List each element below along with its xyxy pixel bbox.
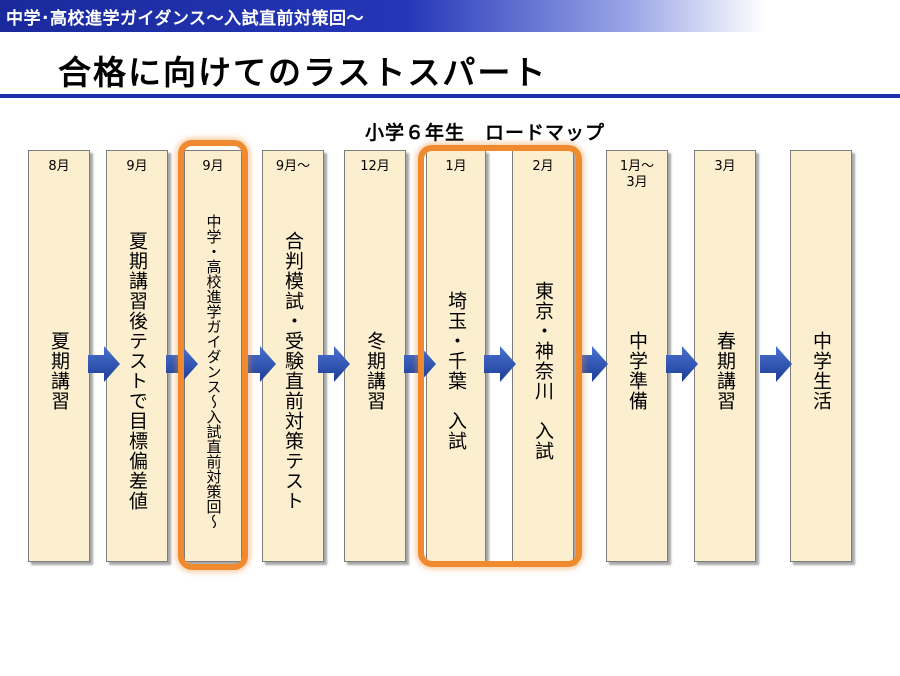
right-arrow-icon <box>484 346 516 382</box>
step-month: 1月 <box>445 159 467 174</box>
roadmap-step: 9月 中学・高校進学ガイダンス〜入試直前対策回〜 <box>184 150 242 562</box>
step-label: 春期講習 <box>714 331 736 411</box>
step-month: 9月〜 <box>275 159 311 174</box>
step-label: 冬期講習 <box>364 331 386 411</box>
header-bar: 中学･高校進学ガイダンス〜入試直前対策回〜 <box>0 0 900 32</box>
highlight-frame-exams <box>418 145 582 567</box>
step-month: 12月 <box>360 159 390 174</box>
roadmap-step: 中学生活 <box>790 150 852 562</box>
page-title: 合格に向けてのラストスパート <box>58 53 548 92</box>
step-label: 中学準備 <box>626 331 648 411</box>
step-label: 埼玉・千葉 入試 <box>445 291 467 451</box>
step-label: 夏期講習 <box>48 331 70 411</box>
roadmap-step: 2月 東京・神奈川 入試 <box>512 150 574 562</box>
step-month: 2月 <box>532 159 554 174</box>
header-title: 中学･高校進学ガイダンス〜入試直前対策回〜 <box>6 9 364 29</box>
roadmap-step: 12月 冬期講習 <box>344 150 406 562</box>
right-arrow-icon <box>666 346 698 382</box>
roadmap-step: 9月 夏期講習後テストで目標偏差値 <box>106 150 168 562</box>
step-month: 3月 <box>714 159 736 174</box>
right-arrow-icon <box>244 346 276 382</box>
step-label: 夏期講習後テストで目標偏差値 <box>126 231 148 511</box>
title-divider <box>0 94 900 98</box>
step-month: 9月 <box>202 159 224 174</box>
roadmap-step: 9月〜 合判模試・受験直前対策テスト <box>262 150 324 562</box>
step-label: 中学生活 <box>810 331 832 411</box>
step-label: 東京・神奈川 入試 <box>532 281 554 461</box>
roadmap-step: 1月〜 3月 中学準備 <box>606 150 668 562</box>
step-month: 8月 <box>48 159 70 174</box>
highlight-frame-guidance <box>178 140 248 570</box>
step-label: 合判模試・受験直前対策テスト <box>282 231 304 511</box>
step-month: 1月〜 3月 <box>619 159 655 190</box>
right-arrow-icon <box>318 346 350 382</box>
right-arrow-icon <box>88 346 120 382</box>
roadmap-step: 8月 夏期講習 <box>28 150 90 562</box>
roadmap-title: 小学６年生 ロードマップ <box>364 122 605 144</box>
step-label: 中学・高校進学ガイダンス〜入試直前対策回〜 <box>204 213 223 529</box>
right-arrow-icon <box>576 346 608 382</box>
right-arrow-icon <box>760 346 792 382</box>
roadmap-step: 1月 埼玉・千葉 入試 <box>426 150 486 562</box>
roadmap-step: 3月 春期講習 <box>694 150 756 562</box>
step-month: 9月 <box>126 159 148 174</box>
